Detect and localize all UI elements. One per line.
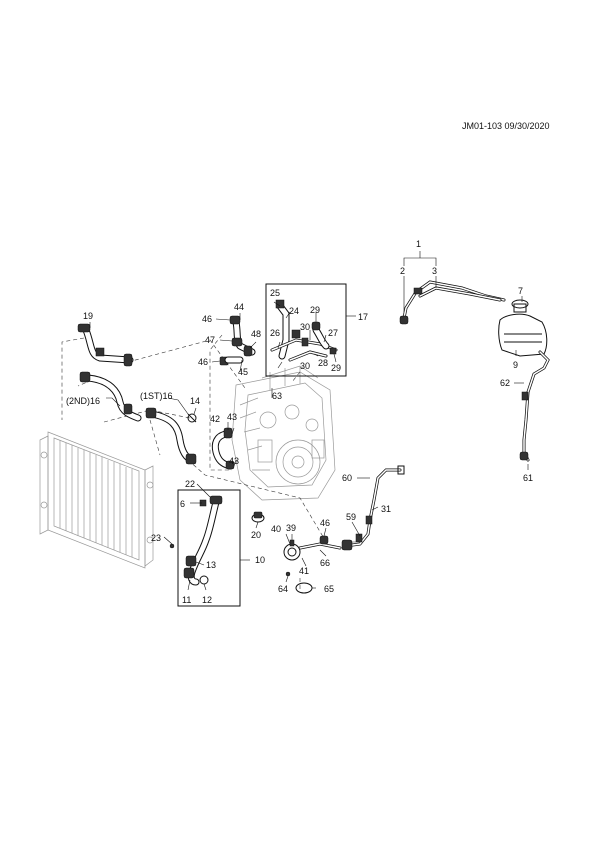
callout-labels: 1 2 3 7 9 62 61 19 (2ND)16 (1ST)16 14 44…	[66, 239, 533, 605]
callout-1: 1	[416, 239, 421, 249]
callout-11: 11	[182, 595, 191, 605]
callout-14: 14	[190, 396, 200, 406]
callout-28: 28	[318, 358, 328, 368]
callout-42: 42	[210, 414, 220, 424]
callout-6: 6	[180, 499, 185, 509]
engine-block	[231, 365, 336, 501]
callout-48: 48	[251, 329, 261, 339]
callout-26: 26	[270, 328, 280, 338]
callout-24: 24	[289, 306, 299, 316]
part-20-clip	[169, 511, 265, 549]
callout-23: 23	[151, 533, 161, 543]
hose-42-heater	[211, 427, 235, 470]
hose-16-first	[145, 407, 197, 465]
callout-25: 25	[270, 288, 280, 298]
callout-44: 44	[234, 302, 244, 312]
callout-66: 66	[320, 558, 330, 568]
thermostat-housing-40	[283, 535, 342, 594]
callout-16-2nd: (2ND)16	[66, 396, 100, 406]
callout-27: 27	[328, 328, 338, 338]
callout-29-b: 29	[331, 363, 341, 373]
callout-20: 20	[251, 530, 261, 540]
callout-13: 13	[206, 560, 216, 570]
callout-39: 39	[286, 523, 296, 533]
callout-46-b: 46	[198, 357, 208, 367]
callout-29: 29	[310, 305, 320, 315]
callout-60: 60	[342, 473, 352, 483]
callout-47: 47	[205, 335, 215, 345]
callout-41: 41	[299, 566, 309, 576]
callout-17: 17	[358, 312, 368, 322]
hose-16-second	[79, 371, 142, 422]
callout-19: 19	[83, 311, 93, 321]
callout-30-a: 30	[300, 322, 310, 332]
hose-44-assembly	[219, 315, 256, 366]
leader-lines	[89, 251, 529, 591]
assembly-lines	[61, 334, 358, 590]
radiator	[39, 431, 154, 569]
box-10-lower-hose	[177, 489, 250, 607]
callout-16-1st: (1ST)16	[140, 391, 173, 401]
coolant-reservoir	[399, 280, 550, 462]
callout-46-a: 46	[202, 314, 212, 324]
callout-62: 62	[500, 378, 510, 388]
upper-radiator-hose	[77, 323, 134, 367]
callout-31: 31	[381, 504, 391, 514]
callout-43-b: 43	[229, 456, 239, 466]
callout-65: 65	[324, 584, 334, 594]
callout-43-a: 43	[227, 412, 237, 422]
box-17-bypass-pipes	[265, 283, 356, 377]
callout-63: 63	[272, 391, 282, 401]
callout-22: 22	[185, 479, 195, 489]
callout-9: 9	[513, 360, 518, 370]
document-id: JM01-103 09/30/2020	[462, 121, 550, 131]
callout-7: 7	[518, 286, 523, 296]
callout-61: 61	[523, 473, 533, 483]
callout-3: 3	[432, 266, 437, 276]
callout-45: 45	[238, 367, 248, 377]
callout-64: 64	[278, 584, 288, 594]
callout-46-c: 46	[320, 518, 330, 528]
callout-12: 12	[202, 595, 212, 605]
callout-30-b: 30	[300, 361, 310, 371]
callout-10: 10	[255, 555, 265, 565]
callout-2: 2	[400, 266, 405, 276]
callout-59: 59	[346, 512, 356, 522]
callout-40: 40	[271, 524, 281, 534]
